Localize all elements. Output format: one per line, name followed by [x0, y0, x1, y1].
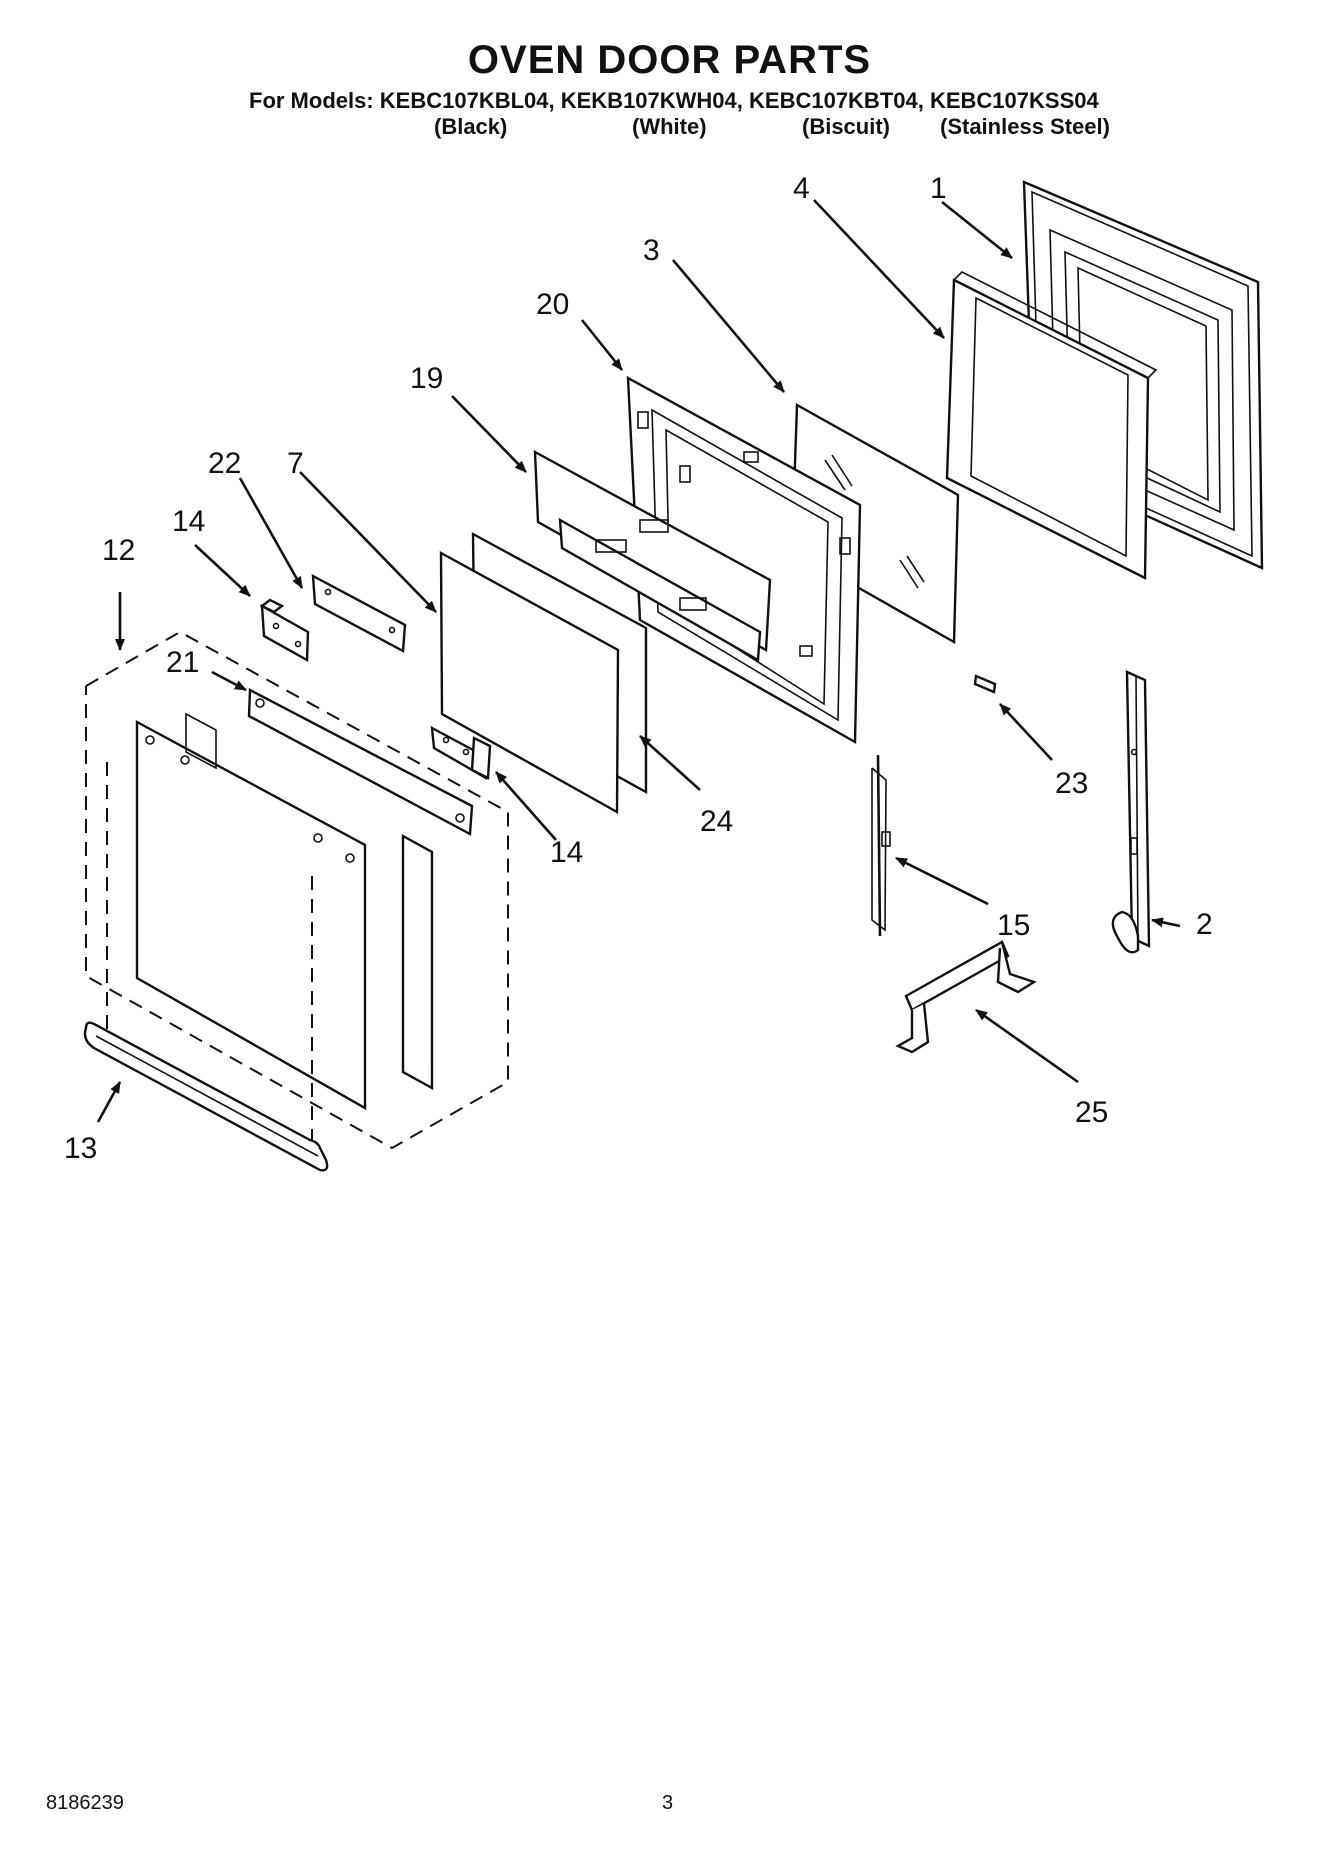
part-hinge-receptacle-lower [430, 725, 492, 780]
callout-21: 21 [166, 646, 199, 679]
finish-white: (White) [632, 114, 707, 139]
finish-biscuit: (Biscuit) [802, 114, 890, 139]
part-door-baffle [533, 449, 772, 662]
callout-20: 20 [536, 288, 569, 321]
callout-numbers: 1 2 3 4 7 12 13 14 14 15 19 20 21 22 23 … [64, 172, 1213, 1165]
document-number: 8186239 [46, 1792, 124, 1814]
callout-1: 1 [930, 172, 947, 205]
finish-stainless-steel: (Stainless Steel) [940, 114, 1110, 139]
callout-24: 24 [700, 805, 733, 838]
models-line: For Models: KEBC107KBL04, KEKB107KWH04, … [249, 88, 1099, 113]
callout-13: 13 [64, 1132, 97, 1165]
callout-23: 23 [1055, 767, 1088, 800]
callout-7: 7 [287, 447, 304, 480]
callout-25: 25 [1075, 1096, 1108, 1129]
callout-12: 12 [102, 534, 135, 567]
part-door-frame [945, 271, 1158, 580]
page-title: OVEN DOOR PARTS [467, 38, 872, 82]
callout-19: 19 [410, 362, 443, 395]
part-door-strip [247, 688, 474, 836]
callout-14-lower: 14 [550, 836, 583, 869]
part-inner-glass [439, 550, 620, 815]
part-door-trim [83, 1021, 329, 1172]
callout-15: 15 [997, 909, 1030, 942]
leader-lines [96, 199, 1181, 1123]
callout-22: 22 [208, 447, 241, 480]
part-hinge-receptacle-upper [259, 598, 310, 663]
page-number: 3 [662, 1792, 674, 1814]
finish-black: (Black) [434, 114, 508, 139]
part-clip [973, 674, 997, 694]
callout-4: 4 [793, 172, 810, 205]
part-bracket [311, 573, 407, 653]
callout-14-upper: 14 [172, 505, 205, 538]
callout-3: 3 [643, 234, 660, 267]
part-vent-bracket [871, 754, 891, 937]
part-door-assembly [85, 630, 509, 1162]
callout-2: 2 [1196, 908, 1213, 941]
part-hinge [1111, 670, 1151, 954]
part-support-bracket [895, 940, 1037, 1054]
